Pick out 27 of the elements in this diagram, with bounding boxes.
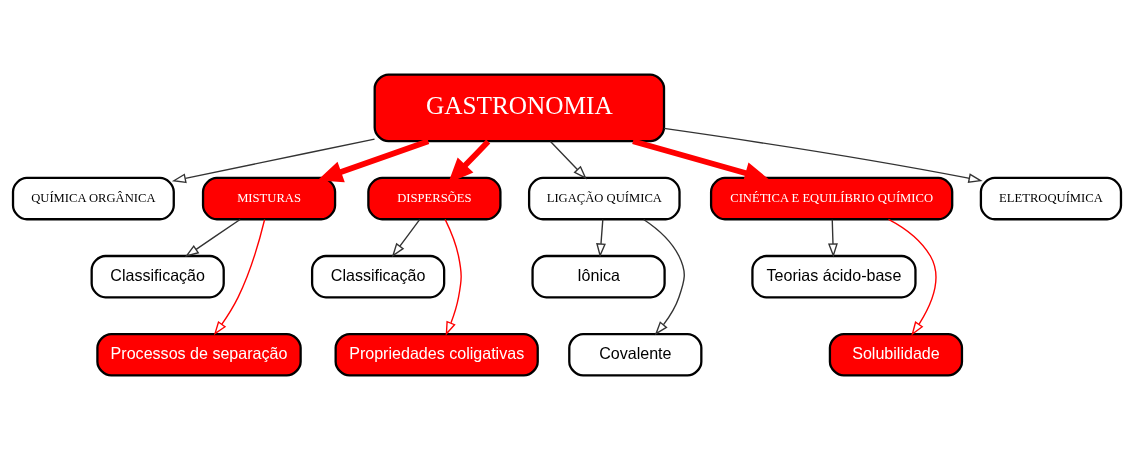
node-box: Teorias ácido-base [751, 254, 917, 298]
node-box: Processos de separação [96, 332, 302, 377]
arrow [549, 140, 587, 179]
arrow [887, 218, 937, 336]
node-box: CINÉTICA E EQUILÍBRIO QUÍMICO [709, 176, 954, 220]
node-box: GASTRONOMIA [373, 72, 666, 142]
arrow [596, 218, 606, 258]
node-box: ELETROQUÍMICA [979, 176, 1123, 220]
node-box: Covalente [568, 332, 703, 377]
node-box: Propriedades coligativas [334, 332, 539, 377]
arrow [317, 138, 430, 182]
arrow [391, 218, 421, 257]
node-box: LIGAÇÃO QUÍMICA [527, 176, 681, 220]
node-box: Classificação [90, 254, 225, 298]
arrow [184, 218, 241, 257]
arrow [444, 218, 462, 336]
node-box: DISPERSÕES [367, 176, 502, 220]
node-box: Classificação [310, 254, 446, 298]
node-box: Iônica [531, 254, 666, 298]
arrow [213, 218, 266, 335]
node-box: Solubilidade [828, 332, 964, 377]
node-box: QUÍMICA ORGÂNICA [11, 176, 175, 220]
arrow [827, 218, 838, 258]
arrow [171, 137, 376, 183]
arrow [663, 127, 983, 183]
node-box: MISTURAS [201, 176, 337, 220]
arrow [642, 218, 685, 335]
